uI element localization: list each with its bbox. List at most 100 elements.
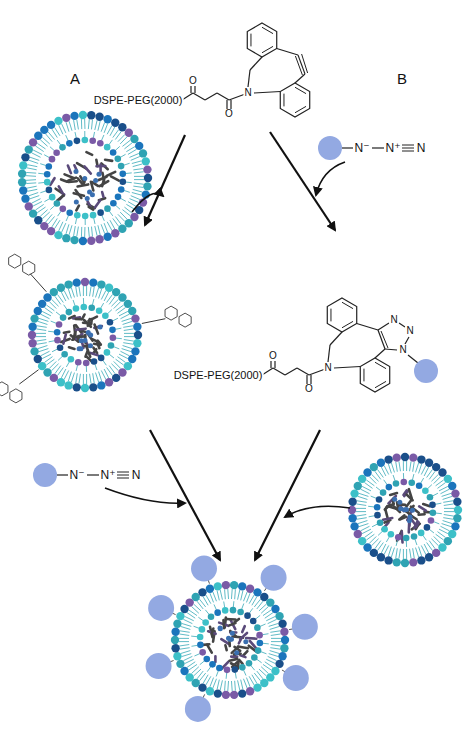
lipid-head [89,383,97,391]
lipid-head [34,216,42,224]
lipid-tail [416,463,419,473]
lipid-tail [59,125,63,134]
reaction-arrow [255,430,320,560]
core-particle [74,199,79,204]
lipid-head [74,212,81,219]
lipid-tail [115,131,121,139]
lipid-tail [437,482,445,488]
lipid-tail [101,122,105,131]
lipid-tail [96,288,99,298]
lipid-head [393,453,401,461]
lipid-tail [198,617,203,621]
lipid-head [417,455,425,463]
azide-cargo [414,359,438,383]
lipid-tail [131,196,140,200]
azide-cargo [33,463,129,487]
lipid-tail [91,119,92,129]
lipid-tail [77,120,79,130]
liposome [28,278,142,392]
lipid-head [131,347,139,355]
core-lipid [69,347,75,349]
lipid-tail [358,496,368,499]
lipid-tail [241,591,243,601]
lipid-head [130,213,138,221]
lipid-tail [192,645,198,647]
lipid-tail [28,165,38,167]
azide-cargo [318,136,414,160]
lipid-head [109,327,116,334]
lipid-head [142,157,150,165]
lipid-tail [216,671,218,677]
cargo-circle [33,463,57,487]
bond [295,74,305,83]
core-particle [392,497,397,502]
bond [330,332,342,345]
lipid-tail [384,480,387,485]
lipid-tail [179,641,189,642]
core-lipid [232,662,237,667]
peg-linker [30,274,46,292]
lipid-tail [443,501,453,503]
core-lipid [88,319,90,326]
lipid-head [280,644,288,652]
lipid-head [66,309,73,316]
lipid-head [70,236,78,244]
lipid-tail [101,224,105,233]
lipid-head [348,498,356,506]
lipid-tail [95,226,97,236]
atom-label: N [389,315,398,325]
lipid-head [411,533,418,540]
lipid-head [430,509,437,516]
lipid-tail [359,493,369,496]
lipid-head [97,209,104,216]
bond [399,323,405,327]
lipid-tail [83,298,84,304]
lipid-tail [260,624,265,626]
lipid-head [246,585,254,593]
lipid-tail [403,549,404,559]
core-lipid [86,152,92,155]
lipid-tail [85,219,86,225]
core-particle [77,346,82,351]
lipid-head [125,129,133,137]
lipid-head [25,202,33,210]
lipid-tail [410,549,412,559]
lipid-head [68,356,75,363]
atom-label: N⁻ [69,469,86,481]
core-lipid [390,493,397,495]
lipid-head [246,687,254,695]
lipid-tail [246,678,250,687]
core-lipid [99,177,107,180]
lipid-tail [50,206,54,210]
core-particle [88,343,93,348]
lipid-head [64,280,72,288]
lipid-tail [121,198,126,201]
lipid-tail [104,292,109,301]
lipid-tail [83,374,84,384]
route-letter: B [396,71,408,86]
lipid-head [432,549,440,557]
lipid-head [422,487,429,494]
bond [342,302,353,308]
lipid-tail [356,508,366,509]
lipid-head [110,334,117,341]
lipid-tail [444,508,454,509]
lipid-tail [210,678,214,687]
bond [205,93,217,100]
lipid-tail [93,287,95,297]
core-lipid [82,314,84,318]
lipid-tail [124,190,130,192]
lipid-tail [116,205,120,209]
lipid-tail [413,462,415,472]
lipid-tail [36,336,46,337]
lipid-head [171,636,179,644]
lipid-tail [213,592,217,601]
lipid-head [49,156,56,163]
core-lipid [383,518,392,520]
bond [117,475,129,476]
bond [87,474,99,475]
lipid-head [81,384,89,392]
benzene-ring [10,389,22,403]
lipid-head [254,624,261,631]
lipid-tail [122,349,132,352]
